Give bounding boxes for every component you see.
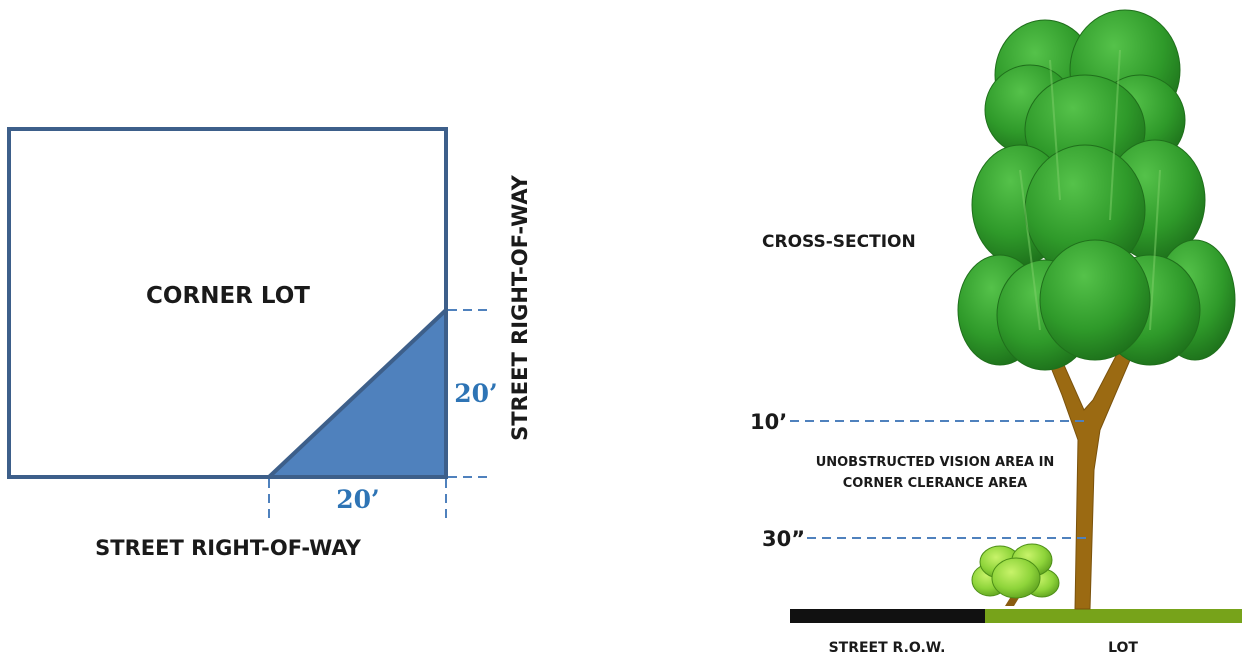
corner-lot-label: CORNER LOT	[146, 283, 310, 309]
cross-section-title: CROSS-SECTION	[762, 232, 916, 252]
bottom-street-label: STREET RIGHT-OF-WAY	[95, 536, 361, 560]
lot-ground-label: LOT	[1108, 640, 1138, 656]
clearance-triangle	[267, 308, 448, 479]
street-ground-bar	[790, 609, 985, 623]
right-street-label: STREET RIGHT-OF-WAY	[508, 174, 532, 440]
lot-ground-bar	[985, 609, 1242, 623]
vision-area-label-line1: UNOBSTRUCTED VISION AREA IN	[816, 455, 1055, 470]
vision-area-label-line2: CORNER CLERANCE AREA	[843, 476, 1028, 491]
cross-section-view: CROSS-SECTION	[750, 9, 1242, 656]
street-row-label: STREET R.O.W.	[829, 640, 946, 656]
lower-height-label: 30”	[762, 527, 805, 551]
tree-illustration	[957, 9, 1236, 610]
vertical-dimension-label: 20’	[454, 379, 498, 408]
upper-height-label: 10’	[750, 410, 787, 434]
horizontal-dimension-label: 20’	[336, 485, 380, 514]
plan-view: CORNER LOT 20’ 20’ STREET RIGHT-OF-WAY S…	[7, 127, 532, 560]
shrub-illustration	[971, 543, 1060, 599]
